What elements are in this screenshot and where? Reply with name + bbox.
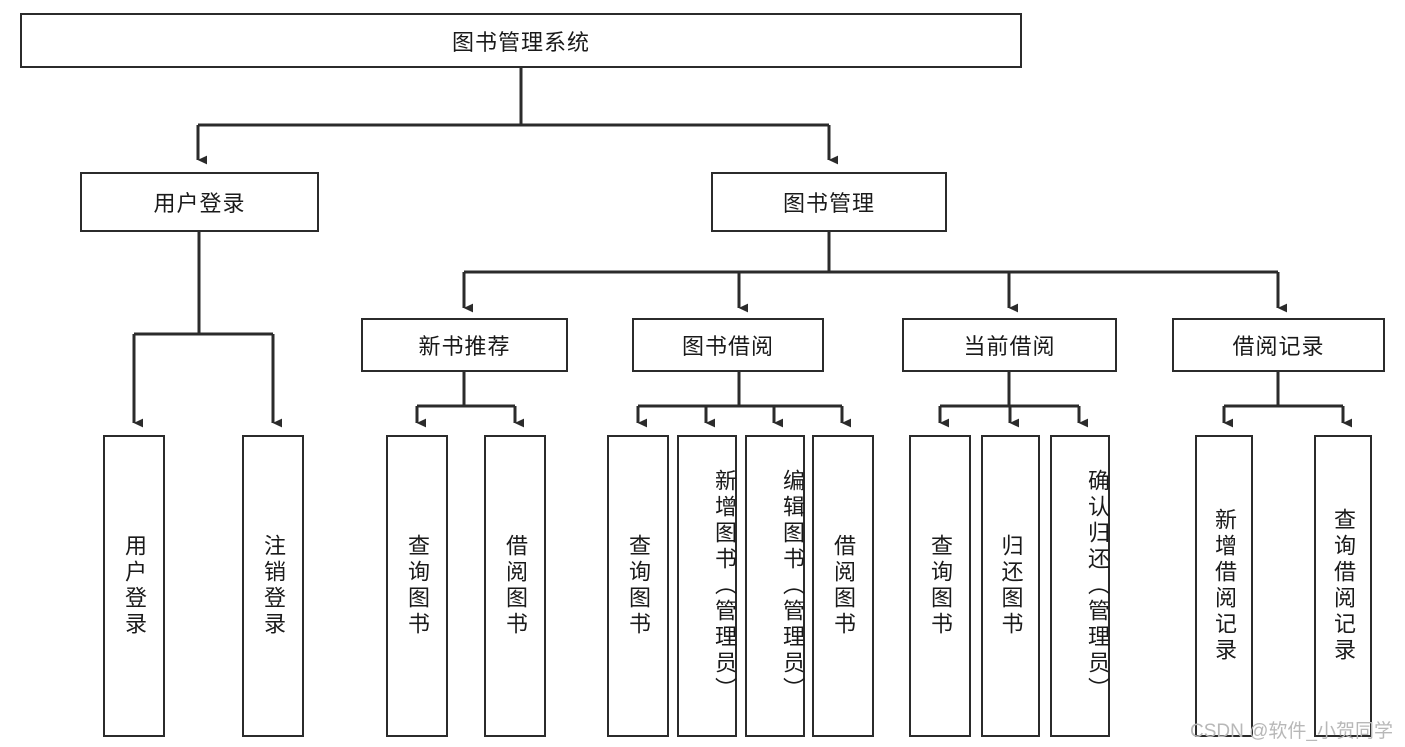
node-label: 查询图书 xyxy=(405,534,430,638)
watermark: CSDN @软件_小贺同学 xyxy=(1190,721,1393,742)
node-label: 编辑图书（管理员） xyxy=(780,469,805,703)
node-leaf-add-book-admin[interactable]: 新增图书（管理员） xyxy=(677,435,737,737)
node-label: 查询借阅记录 xyxy=(1331,508,1356,664)
node-label: 当前借阅 xyxy=(963,334,1056,359)
node-current-borrow[interactable]: 当前借阅 xyxy=(902,318,1117,372)
node-leaf-borrow-book-2[interactable]: 借阅图书 xyxy=(812,435,874,737)
node-label: 借阅记录 xyxy=(1232,334,1325,359)
node-label: 查询图书 xyxy=(626,534,651,638)
node-label: 用户登录 xyxy=(153,191,246,216)
node-leaf-edit-book-admin[interactable]: 编辑图书（管理员） xyxy=(745,435,805,737)
node-leaf-borrow-book-1[interactable]: 借阅图书 xyxy=(484,435,546,737)
node-label: 新增借阅记录 xyxy=(1212,508,1237,664)
node-borrow-record[interactable]: 借阅记录 xyxy=(1172,318,1385,372)
node-label: 图书管理 xyxy=(782,191,875,216)
node-label: 图书管理系统 xyxy=(451,29,590,55)
node-user-login[interactable]: 用户登录 xyxy=(80,172,319,232)
node-leaf-return-book[interactable]: 归还图书 xyxy=(981,435,1040,737)
node-leaf-query-book-2[interactable]: 查询图书 xyxy=(607,435,669,737)
node-label: 新增图书（管理员） xyxy=(712,469,737,703)
node-book-borrow[interactable]: 图书借阅 xyxy=(632,318,824,372)
node-label: 图书借阅 xyxy=(681,334,774,359)
node-label: 新书推荐 xyxy=(418,334,511,359)
node-book-management[interactable]: 图书管理 xyxy=(711,172,947,232)
node-label: 借阅图书 xyxy=(503,534,528,638)
node-label: 查询图书 xyxy=(928,534,953,638)
node-new-book-recommend[interactable]: 新书推荐 xyxy=(361,318,568,372)
node-leaf-query-book-3[interactable]: 查询图书 xyxy=(909,435,971,737)
node-label: 归还图书 xyxy=(998,534,1024,638)
node-leaf-confirm-return-admin[interactable]: 确认归还（管理员） xyxy=(1050,435,1110,737)
node-leaf-logout-login[interactable]: 注销登录 xyxy=(242,435,304,737)
node-label: 用户登录 xyxy=(122,534,147,638)
node-root-book-management-system[interactable]: 图书管理系统 xyxy=(20,13,1022,68)
node-leaf-query-book-1[interactable]: 查询图书 xyxy=(386,435,448,737)
node-leaf-query-borrow-record[interactable]: 查询借阅记录 xyxy=(1314,435,1372,737)
node-label: 确认归还（管理员） xyxy=(1085,469,1110,703)
node-label: 借阅图书 xyxy=(831,534,856,638)
node-leaf-user-login[interactable]: 用户登录 xyxy=(103,435,165,737)
node-label: 注销登录 xyxy=(261,534,286,638)
node-leaf-add-borrow-record[interactable]: 新增借阅记录 xyxy=(1195,435,1253,737)
